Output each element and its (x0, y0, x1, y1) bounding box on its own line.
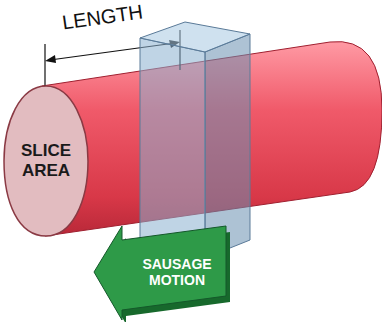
slice-plane-top (140, 22, 250, 52)
slice-face-shape (4, 86, 88, 236)
dimension-arrowhead (45, 55, 56, 63)
face-label: SLICE AREA (11, 141, 81, 180)
arrow-shape (94, 226, 226, 320)
extension-line (44, 44, 45, 92)
arrow-label: SAUSAGE MOTION (132, 256, 222, 288)
slice-plane (140, 38, 205, 258)
slice-face: SLICE AREA (2, 84, 90, 238)
motion-arrow: SAUSAGE MOTION (92, 222, 232, 322)
slice-plane-side (205, 34, 250, 258)
dimension-label: LENGTH (61, 0, 145, 34)
